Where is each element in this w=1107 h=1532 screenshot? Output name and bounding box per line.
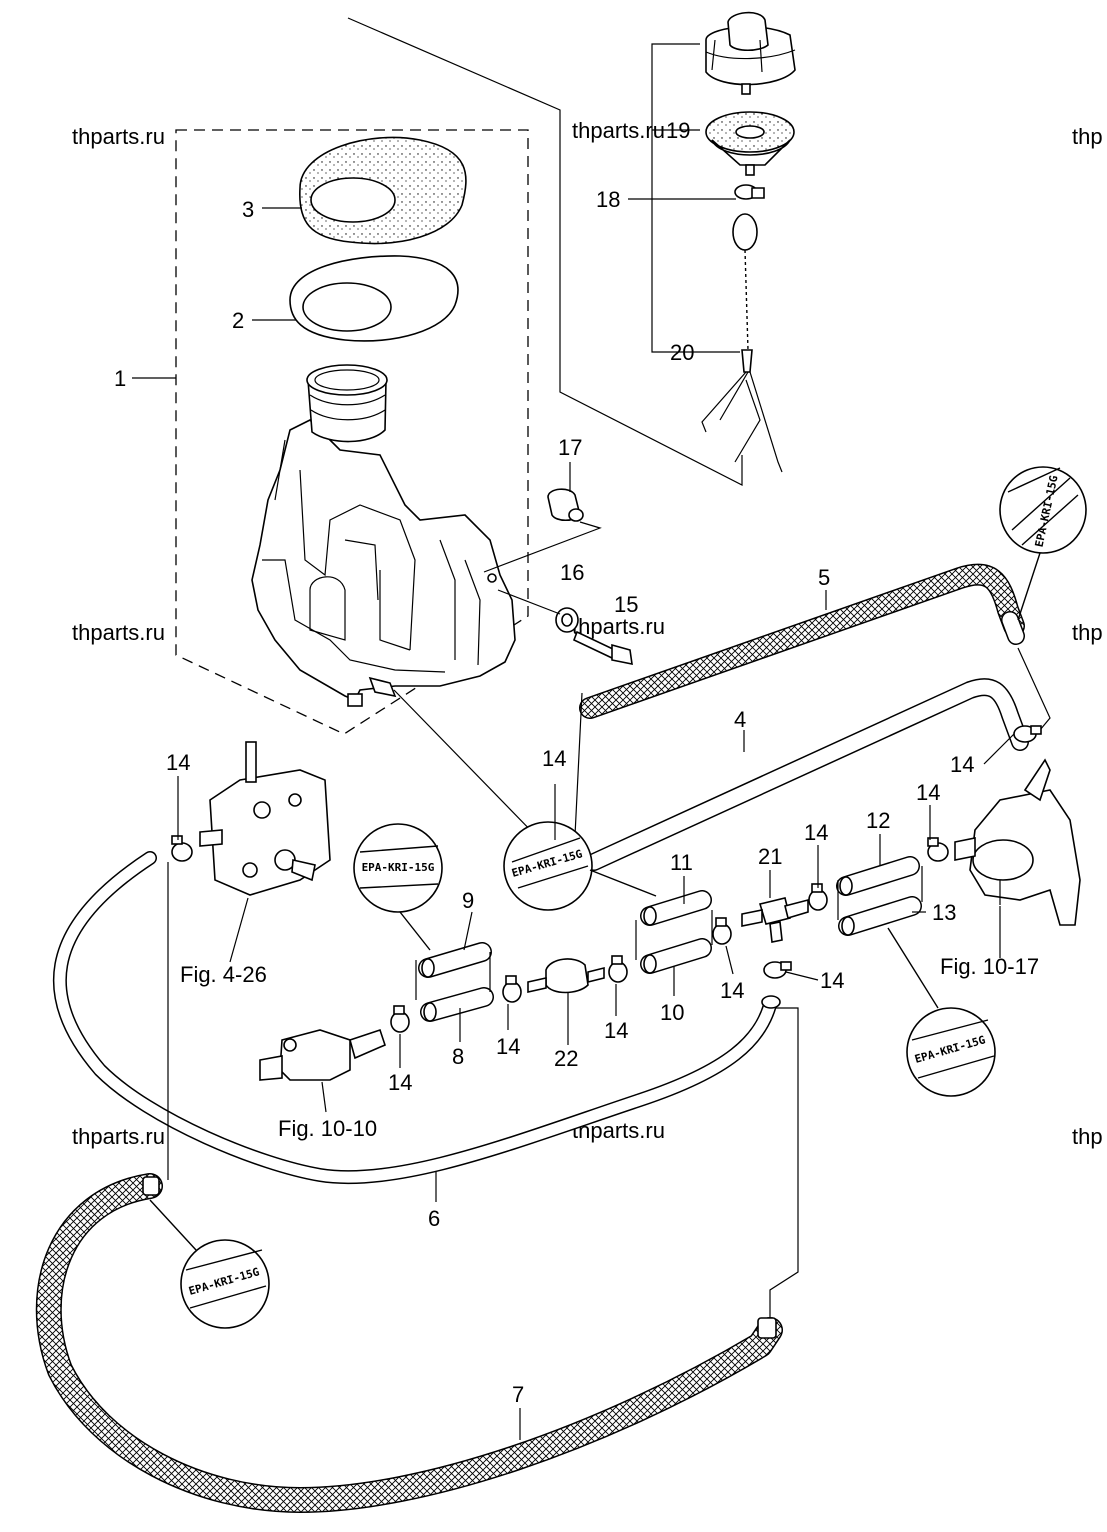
epa-stamp: EPA-KRI-15G bbox=[999, 466, 1087, 621]
callout-6: 6 bbox=[428, 1206, 440, 1231]
callout-2: 2 bbox=[232, 308, 244, 333]
callout-8: 8 bbox=[452, 1044, 464, 1069]
callout-9: 9 bbox=[462, 888, 474, 913]
leader-line bbox=[725, 945, 734, 975]
hose-part-11[interactable] bbox=[640, 890, 712, 926]
epa-stamp-text: EPA-KRI-15G bbox=[362, 861, 435, 874]
callout-14: 14 bbox=[542, 746, 566, 771]
leader-line bbox=[463, 911, 473, 951]
callout-19: 19 bbox=[666, 118, 690, 143]
callout-14: 14 bbox=[496, 1034, 520, 1059]
filter-gasket-part-3[interactable] bbox=[299, 136, 467, 245]
callout-1: 1 bbox=[114, 366, 126, 391]
callout-5: 5 bbox=[818, 565, 830, 590]
callout-14: 14 bbox=[604, 1018, 628, 1043]
fuel-component-fig-10-10[interactable] bbox=[259, 1028, 386, 1081]
callout-15: 15 bbox=[614, 592, 638, 617]
leader-line bbox=[573, 647, 1051, 857]
leader-line bbox=[785, 971, 819, 981]
callout-14: 14 bbox=[950, 752, 974, 777]
fuel-hose-part-7[interactable] bbox=[35, 1173, 783, 1513]
callout-18: 18 bbox=[596, 187, 620, 212]
watermark-text: thparts.ru bbox=[72, 1124, 165, 1149]
callout-21: 21 bbox=[758, 844, 782, 869]
callout-22: 22 bbox=[554, 1046, 578, 1071]
callout-14: 14 bbox=[388, 1070, 412, 1095]
callout-13: 13 bbox=[932, 900, 956, 925]
hose-clamp-part-14[interactable] bbox=[502, 975, 522, 1003]
watermark-text: thparts.ru bbox=[72, 620, 165, 645]
callout-3: 3 bbox=[242, 197, 254, 222]
hose-connector bbox=[761, 995, 781, 1009]
hose-part-10[interactable] bbox=[640, 938, 712, 974]
fuel-cap[interactable] bbox=[705, 11, 796, 95]
tank-seal-part-2[interactable] bbox=[289, 255, 459, 342]
epa-stamp: EPA-KRI-15G bbox=[503, 821, 657, 911]
washer-part-16[interactable] bbox=[555, 607, 579, 633]
assembly-leader-line bbox=[347, 17, 743, 486]
watermark-text: thparts.ru bbox=[572, 118, 665, 143]
callout-20: 20 bbox=[670, 340, 694, 365]
watermark-text: thp bbox=[1072, 620, 1103, 645]
epa-stamp: EPA-KRI-15G bbox=[353, 823, 443, 951]
hose-clamp-part-14[interactable] bbox=[763, 961, 792, 979]
tank-assembly-box bbox=[175, 129, 529, 735]
watermark-text: thp bbox=[1072, 1124, 1103, 1149]
hose-clamp-part-14[interactable] bbox=[712, 917, 732, 945]
fuel-component-fig-10-17[interactable] bbox=[954, 758, 1081, 926]
hose-part-12[interactable] bbox=[836, 856, 920, 896]
chain-hanger-part-20[interactable] bbox=[701, 213, 783, 473]
bracket-line bbox=[651, 43, 740, 353]
callout-14: 14 bbox=[916, 780, 940, 805]
fuel-tank-part-1[interactable] bbox=[251, 364, 516, 707]
fuel-filter-part-22[interactable] bbox=[527, 958, 605, 994]
figure-ref-10-10[interactable]: Fig. 10-10 bbox=[278, 1116, 377, 1141]
hose-part-8[interactable] bbox=[420, 987, 494, 1022]
hose-clamp-part-14[interactable] bbox=[808, 883, 828, 911]
callout-14: 14 bbox=[804, 820, 828, 845]
leader-line bbox=[393, 689, 541, 841]
callout-4: 4 bbox=[734, 707, 746, 732]
watermark-text: thparts.ru bbox=[572, 614, 665, 639]
watermark-text: thp bbox=[1072, 124, 1103, 149]
callout-12: 12 bbox=[866, 808, 890, 833]
t-joint-part-21[interactable] bbox=[741, 897, 809, 943]
epa-stamp: EPA-KRI-15G bbox=[149, 1199, 270, 1329]
callout-11: 11 bbox=[670, 850, 693, 875]
callout-10: 10 bbox=[660, 1000, 684, 1025]
callout-14: 14 bbox=[820, 968, 844, 993]
fuel-pump-fig-4-26[interactable] bbox=[199, 741, 331, 896]
hose-clamp-part-14[interactable] bbox=[1013, 725, 1042, 743]
grommet-part-17[interactable] bbox=[483, 488, 602, 573]
vent-hose-part-4[interactable] bbox=[585, 678, 1029, 871]
figure-ref-10-17[interactable]: Fig. 10-17 bbox=[940, 954, 1039, 979]
leader-line bbox=[983, 733, 1015, 765]
leader-line bbox=[229, 897, 249, 963]
callout-14: 14 bbox=[166, 750, 190, 775]
leader-line bbox=[628, 129, 736, 200]
epa-stamp: EPA-KRI-15G bbox=[887, 927, 996, 1097]
bracket-line bbox=[415, 866, 923, 1000]
callout-17: 17 bbox=[558, 435, 582, 460]
hose-part-9[interactable] bbox=[418, 942, 492, 978]
guide-line bbox=[167, 862, 799, 1318]
vent-hose-part-5[interactable] bbox=[579, 563, 1025, 719]
figure-ref-4-26[interactable]: Fig. 4-26 bbox=[180, 962, 267, 987]
bolt-part-15[interactable] bbox=[497, 589, 633, 666]
strainer-part-19[interactable] bbox=[705, 111, 795, 176]
hose-clamp-part-14[interactable] bbox=[608, 955, 628, 983]
hose-clamp-part-14[interactable] bbox=[171, 835, 193, 862]
leader-line bbox=[321, 1081, 327, 1113]
callout-14: 14 bbox=[720, 978, 744, 1003]
clip-part-18[interactable] bbox=[734, 184, 765, 200]
callout-7: 7 bbox=[512, 1382, 524, 1407]
hose-clamp-part-14[interactable] bbox=[927, 837, 949, 862]
hose-part-13[interactable] bbox=[838, 896, 922, 936]
watermark-text: thparts.ru bbox=[72, 124, 165, 149]
fuel-hose-part-6[interactable] bbox=[52, 851, 777, 1185]
hose-clamp-part-14[interactable] bbox=[390, 1005, 410, 1033]
callout-16: 16 bbox=[560, 560, 584, 585]
